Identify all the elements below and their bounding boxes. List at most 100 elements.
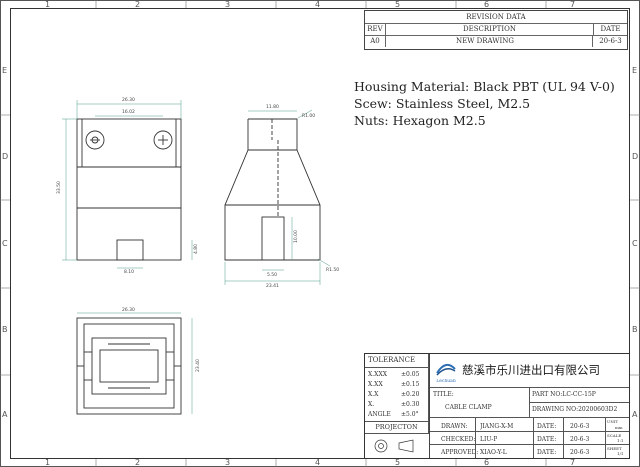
signoff-col-1 (475, 418, 476, 458)
title-divider (529, 388, 530, 417)
revision-description: NEW DRAWING (386, 35, 593, 47)
zone-bottom-4: 4 (315, 458, 321, 467)
tol-value-1: ±0.15 (401, 381, 420, 388)
unit-label: UNIT (607, 419, 619, 424)
drawing-title: CABLE CLAMP (445, 404, 492, 411)
zone-top-4: 4 (315, 0, 321, 9)
revision-header-rev: REV (365, 23, 386, 35)
signoff-rule-2 (430, 444, 605, 445)
signoff-drawn-role: DRAWN: (441, 423, 468, 430)
zone-right-a: A (632, 410, 638, 419)
scale-value: 1:1 (617, 438, 624, 443)
zone-top-3: 3 (225, 0, 231, 9)
tol-value-4: ±5.0° (401, 411, 419, 418)
dim-hole-spacing: 16.02 (122, 109, 135, 115)
note-housing: Housing Material: Black PBT (UL 94 V-0) (354, 79, 615, 94)
unit-value: mm (615, 425, 623, 430)
sheet-label: SHEET (607, 446, 622, 451)
revision-rev: A0 (365, 35, 386, 47)
tol-value-2: ±0.20 (401, 391, 420, 398)
revision-header-date: DATE (600, 25, 621, 33)
side-view (224, 118, 321, 261)
signoff-approved-date: 20-6-3 (570, 449, 590, 456)
revision-table: REVISION DATA REV DESCRIPTION DATE A0 NE… (364, 10, 628, 50)
company-logo (431, 357, 461, 383)
title-block-divider (429, 354, 430, 458)
tol-label-4: ANGLE (368, 411, 391, 418)
part-rule (530, 402, 629, 403)
zone-bottom-6: 6 (484, 458, 490, 467)
zone-bottom-7: 7 (570, 458, 576, 467)
scale-rule (606, 444, 629, 445)
signoff-col-2 (533, 418, 534, 458)
tol-label-1: X.XX (368, 381, 383, 388)
sheet-value: 1/1 (617, 451, 624, 456)
zone-bottom-1: 1 (45, 458, 51, 467)
signoff-checked-role: CHECKED: (441, 436, 476, 443)
zone-bottom-3: 3 (225, 458, 231, 467)
dim-front-width: 26.30 (122, 97, 135, 103)
signoff-col-4 (605, 418, 606, 458)
signoff-checked-date: 20-6-3 (570, 436, 590, 443)
signoff-approved-name: XIAO-Y-L (480, 449, 507, 456)
signoff-rule-1 (430, 431, 605, 432)
signoff-checked-date-label: DATE: (537, 436, 557, 443)
signoff-drawn-name: JIANG-X-M (480, 423, 514, 430)
part-number: PART NO:LC-CC-15P (532, 391, 596, 398)
note-nuts: Nuts: Hexagon M2.5 (354, 113, 486, 128)
title-label: TITLE: (433, 391, 454, 398)
dim-front-height: 33.50 (56, 181, 62, 194)
revision-date: 20-6-3 (599, 37, 622, 45)
material-notes: Housing Material: Black PBT (UL 94 V-0) … (354, 78, 615, 129)
dim-bottom-width: 26.30 (122, 307, 135, 313)
tol-value-0: ±0.05 (401, 371, 420, 378)
zone-top-7: 7 (570, 0, 576, 9)
tol-label-3: X. (368, 401, 375, 408)
zone-top-2: 2 (135, 0, 141, 9)
logo-text: Lechuan (436, 379, 456, 384)
revision-row: A0 NEW DRAWING 20-6-3 (365, 35, 627, 47)
tolerance-title: TOLERANCE (365, 354, 429, 368)
zone-bottom-2: 2 (135, 458, 141, 467)
zone-top-6: 6 (484, 0, 490, 9)
projection-label: PROJECTON (365, 422, 429, 434)
bottom-view (76, 317, 182, 415)
revision-title: REVISION DATA (365, 11, 627, 24)
dim-side-top: 11.80 (266, 104, 279, 110)
signoff-approved-date-label: DATE: (537, 449, 557, 456)
zone-left-d: D (2, 152, 9, 161)
signoff-checked-name: LIU-P (480, 436, 498, 443)
dim-side-slot-height: 10.00 (293, 230, 299, 243)
zone-right-b: B (632, 325, 638, 334)
zone-top-1: 1 (45, 0, 51, 9)
projection-icon (374, 439, 414, 453)
tolerance-table: X.XXX ±0.05 X.XX ±0.15 X.X ±0.20 X. ±0.3… (365, 368, 429, 422)
signoff-col-3 (563, 418, 564, 458)
zone-bottom-5: 5 (395, 458, 401, 467)
title-rule (430, 417, 629, 418)
zone-left-a: A (2, 410, 8, 419)
signoff-drawn-date: 20-6-3 (570, 423, 590, 430)
unit-rule (606, 431, 629, 432)
tol-label-0: X.XXX (368, 371, 387, 378)
zone-left-c: C (2, 239, 8, 248)
dim-side-slot-width: 5.50 (267, 272, 277, 278)
projection-symbol (365, 434, 428, 458)
zone-right-e: E (632, 66, 638, 75)
dim-bottom-height: 23.40 (195, 359, 201, 372)
drawing-number: DRAWING NO:20200603D2 (532, 406, 618, 413)
company-rule (430, 387, 629, 388)
signoff-drawn-date-label: DATE: (537, 423, 557, 430)
revision-header-description: DESCRIPTION (386, 23, 594, 35)
zone-right-c: C (632, 239, 638, 248)
dim-side-width: 23.41 (266, 283, 279, 289)
zone-left-e: E (2, 66, 8, 75)
scale-label: SCALE (607, 433, 622, 438)
front-view (76, 118, 182, 261)
tol-label-2: X.X (368, 391, 379, 398)
dim-slot-width: 8.10 (124, 269, 134, 275)
tol-value-3: ±0.30 (401, 401, 420, 408)
title-block: TOLERANCE X.XXX ±0.05 X.XX ±0.15 X.X ±0.… (364, 353, 630, 459)
